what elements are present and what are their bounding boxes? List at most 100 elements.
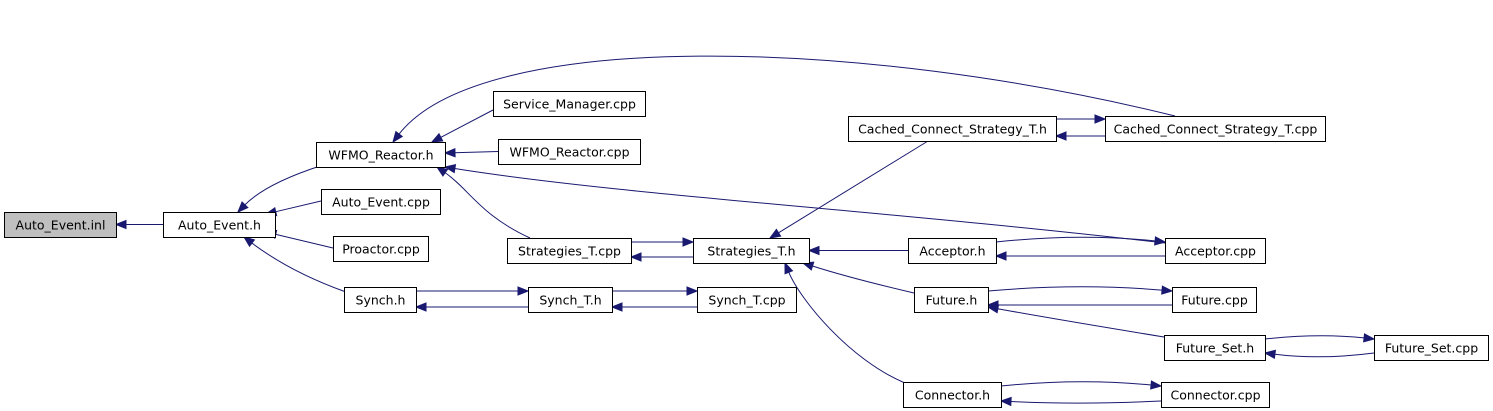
edge-acceptor-h-to-strategies-t-h-arrowhead (807, 245, 820, 256)
edge-cached-connect-strategy-t-h-to-strategies-t-h-arrowhead (768, 228, 782, 239)
edge-wfmo-reactor-h-to-auto-event-h (237, 165, 321, 213)
node-future-set-h[interactable]: Future_Set.h (1164, 335, 1266, 361)
edge-connector-cpp-to-connector-h-line (1009, 400, 1162, 404)
edge-future-h-to-strategies-t-h-line (811, 265, 915, 294)
node-future-cpp[interactable]: Future.cpp (1172, 287, 1257, 313)
node-service-manager-cpp-label: Service_Manager.cpp (503, 97, 636, 112)
node-strategies-t-h-box[interactable] (693, 238, 810, 264)
node-acceptor-h-box[interactable] (908, 238, 997, 264)
node-synch-h-box[interactable] (344, 287, 417, 313)
edge-wfmo-reactor-cpp-to-wfmo-reactor-h-arrowhead (443, 147, 456, 158)
edge-connector-cpp-to-connector-h (999, 396, 1162, 407)
node-service-manager-cpp-box[interactable] (493, 91, 646, 117)
edge-future-cpp-to-future-h (986, 300, 1172, 310)
node-future-cpp-box[interactable] (1172, 287, 1257, 313)
node-service-manager-cpp[interactable]: Service_Manager.cpp (493, 91, 646, 117)
edge-wfmo-reactor-h-to-auto-event-h-arrowhead (237, 201, 249, 213)
edge-future-h-to-future-cpp-line (987, 286, 1164, 292)
node-synch-h-label: Synch.h (356, 293, 406, 308)
edge-connector-h-to-connector-cpp-line (1000, 381, 1153, 387)
node-wfmo-reactor-cpp[interactable]: WFMO_Reactor.cpp (498, 139, 641, 165)
node-acceptor-cpp-box[interactable] (1165, 238, 1266, 264)
edge-acceptor-cpp-to-wfmo-reactor-h-line (453, 167, 1166, 244)
edge-service-manager-cpp-to-wfmo-reactor-h-line (439, 109, 494, 139)
edge-future-set-h-to-future-set-cpp (1264, 333, 1376, 343)
node-wfmo-reactor-cpp-box[interactable] (498, 139, 641, 165)
edge-auto-event-cpp-to-auto-event-h-line (274, 200, 322, 213)
node-proactor-cpp[interactable]: Proactor.cpp (333, 236, 429, 262)
edge-acceptor-h-to-strategies-t-h (807, 245, 908, 256)
edge-synch-t-h-to-synch-t-cpp-arrowhead (686, 286, 699, 296)
node-strategies-t-cpp[interactable]: Strategies_T.cpp (507, 238, 632, 264)
node-strategies-t-h[interactable]: Strategies_T.h (693, 238, 810, 264)
node-acceptor-h[interactable]: Acceptor.h (908, 238, 997, 264)
node-auto-event-h-box[interactable] (163, 212, 276, 238)
node-synch-t-cpp-label: Synch_T.cpp (708, 293, 785, 308)
edge-synch-h-to-synch-t-h-arrowhead (517, 286, 530, 296)
node-connector-h-label: Connector.h (915, 388, 990, 403)
node-auto-event-h-label: Auto_Event.h (178, 218, 261, 233)
node-future-h-box[interactable] (914, 287, 989, 313)
edge-connector-h-to-strategies-t-h (784, 261, 906, 384)
node-future-set-cpp[interactable]: Future_Set.cpp (1374, 335, 1489, 361)
edge-future-set-h-to-future-h-line (996, 308, 1165, 338)
node-cached-connect-strategy-t-cpp-label: Cached_Connect_Strategy_T.cpp (1114, 122, 1318, 137)
node-strategies-t-h-label: Strategies_T.h (707, 244, 795, 259)
node-acceptor-cpp[interactable]: Acceptor.cpp (1165, 238, 1266, 264)
node-cached-connect-strategy-t-cpp-box[interactable] (1105, 116, 1326, 142)
node-connector-cpp[interactable]: Connector.cpp (1161, 382, 1270, 408)
edge-wfmo-reactor-cpp-to-wfmo-reactor-h-line (453, 151, 499, 154)
node-proactor-cpp-box[interactable] (333, 236, 429, 262)
node-future-set-h-box[interactable] (1164, 335, 1266, 361)
edge-strategies-t-cpp-to-wfmo-reactor-h-line (444, 171, 531, 239)
node-auto-event-cpp[interactable]: Auto_Event.cpp (321, 189, 441, 215)
edge-cached-connect-strategy-t-h-to-strategies-t-h-line (777, 140, 929, 234)
node-auto-event-h[interactable]: Auto_Event.h (163, 212, 276, 238)
edge-synch-t-cpp-to-synch-t-h (610, 302, 697, 312)
node-acceptor-h-label: Acceptor.h (919, 244, 985, 259)
node-strategies-t-cpp-box[interactable] (507, 238, 632, 264)
node-synch-h[interactable]: Synch.h (344, 287, 417, 313)
edge-acceptor-h-to-acceptor-cpp (995, 236, 1167, 246)
node-wfmo-reactor-h-box[interactable] (316, 142, 446, 168)
edge-synch-t-h-to-synch-t-cpp (612, 286, 699, 296)
node-auto-event-inl-box[interactable] (4, 212, 117, 238)
edge-future-h-to-future-cpp (987, 285, 1174, 295)
node-wfmo-reactor-h-label: WFMO_Reactor.h (328, 148, 433, 163)
edge-strategies-t-cpp-to-wfmo-reactor-h (435, 166, 531, 239)
node-connector-h[interactable]: Connector.h (903, 382, 1002, 408)
node-connector-h-box[interactable] (903, 382, 1002, 408)
edge-acceptor-cpp-to-wfmo-reactor-h-arrowhead (443, 163, 457, 174)
edge-acceptor-h-to-acceptor-cpp-line (995, 236, 1157, 243)
node-cached-connect-strategy-t-h[interactable]: Cached_Connect_Strategy_T.h (848, 116, 1057, 142)
node-connector-cpp-box[interactable] (1161, 382, 1270, 408)
edge-synch-t-cpp-to-synch-t-h-arrowhead (610, 302, 623, 312)
node-cached-connect-strategy-t-h-box[interactable] (848, 116, 1057, 142)
node-connector-cpp-label: Connector.cpp (1170, 388, 1260, 403)
node-strategies-t-cpp-label: Strategies_T.cpp (518, 244, 621, 259)
edge-future-set-h-to-future-h-arrowhead (986, 304, 1000, 314)
node-cached-connect-strategy-t-cpp[interactable]: Cached_Connect_Strategy_T.cpp (1105, 116, 1326, 142)
node-synch-t-h[interactable]: Synch_T.h (528, 287, 613, 313)
edge-synch-t-h-to-synch-h-arrowhead (414, 302, 427, 312)
node-future-set-cpp-label: Future_Set.cpp (1385, 341, 1478, 356)
edge-cached-connect-strategy-t-cpp-to-wfmo-reactor-h-arrowhead (392, 130, 404, 144)
edge-future-set-h-to-future-h (986, 304, 1165, 338)
node-synch-t-h-label: Synch_T.h (539, 293, 601, 308)
edge-auto-event-h-to-auto-event-inl (114, 219, 163, 230)
node-auto-event-cpp-box[interactable] (321, 189, 441, 215)
edge-connector-cpp-to-connector-h-arrowhead (999, 396, 1012, 407)
node-synch-t-h-box[interactable] (528, 287, 613, 313)
node-synch-t-cpp[interactable]: Synch_T.cpp (697, 287, 797, 313)
node-synch-t-cpp-box[interactable] (697, 287, 797, 313)
edge-synch-t-h-to-synch-h (414, 302, 528, 312)
node-acceptor-cpp-label: Acceptor.cpp (1175, 244, 1256, 259)
node-future-set-cpp-box[interactable] (1374, 335, 1489, 361)
nodes-layer: Auto_Event.inl Auto_Event.h WFMO_Reactor.h… (4, 91, 1489, 408)
edge-acceptor-cpp-to-wfmo-reactor-h (443, 163, 1166, 244)
node-wfmo-reactor-h[interactable]: WFMO_Reactor.h (316, 142, 446, 168)
node-future-h-label: Future.h (926, 293, 978, 308)
node-auto-event-inl[interactable]: Auto_Event.inl (4, 212, 117, 238)
node-future-h[interactable]: Future.h (914, 287, 989, 313)
